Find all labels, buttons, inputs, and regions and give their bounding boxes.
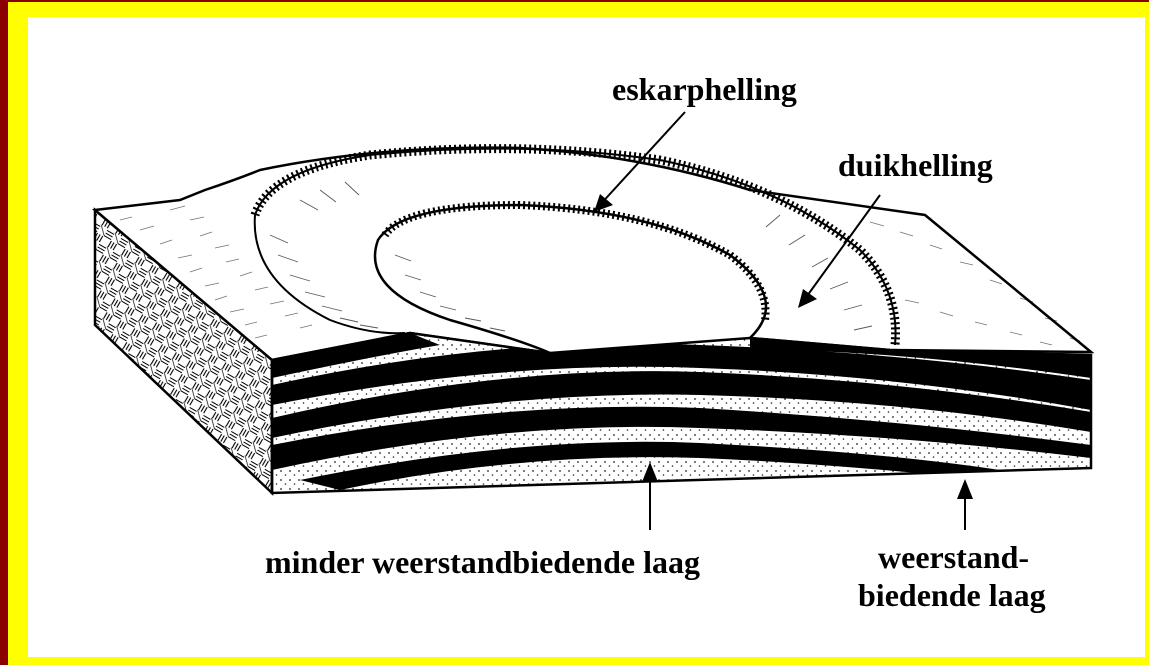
block-front-face <box>272 330 1092 500</box>
arrow-weerstand-laag <box>957 479 973 530</box>
label-weerstand-line1: weerstand- <box>878 540 1029 574</box>
label-duikhelling: duikhelling <box>838 148 993 182</box>
label-weerstand-line2: biedende laag <box>858 578 1046 612</box>
label-minder-weerstandbiedende-laag: minder weerstandbiedende laag <box>265 545 700 579</box>
label-eskarphelling: eskarphelling <box>612 72 797 106</box>
